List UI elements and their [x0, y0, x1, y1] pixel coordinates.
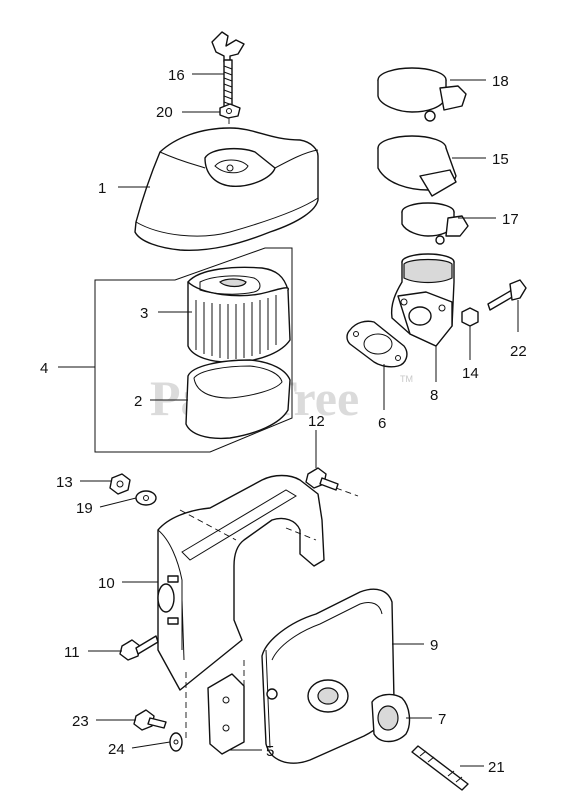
- callout-18: 18: [492, 73, 509, 90]
- part-24-washer[interactable]: [169, 732, 183, 752]
- callout-2: 2: [134, 393, 142, 410]
- callout-labels: 16 20 1 18 15 17 3 4 2 22 14 8 6 12 13 1…: [40, 67, 527, 776]
- leader-lines: [58, 73, 519, 767]
- callout-11: 11: [64, 644, 80, 661]
- part-12-bolt[interactable]: [305, 467, 339, 491]
- part-14-nut[interactable]: [461, 307, 479, 327]
- callout-15: 15: [492, 151, 509, 168]
- part-20-nut[interactable]: [219, 103, 241, 119]
- callout-4: 4: [40, 360, 48, 377]
- callout-6: 6: [378, 415, 386, 432]
- callout-9: 9: [430, 637, 438, 654]
- part-15-hose[interactable]: [377, 135, 457, 197]
- callout-19: 19: [76, 500, 93, 517]
- callout-5: 5: [266, 743, 274, 760]
- part-2-pre-cleaner[interactable]: [185, 359, 291, 440]
- part-21-stud[interactable]: [411, 745, 469, 791]
- callout-3: 3: [140, 305, 148, 322]
- callout-10: 10: [98, 575, 115, 592]
- part-8-elbow[interactable]: [390, 253, 455, 347]
- part-23-bolt[interactable]: [133, 709, 167, 731]
- part-18-clamp[interactable]: [377, 67, 467, 122]
- part-22-bolt[interactable]: [487, 279, 527, 311]
- callout-17: 17: [502, 211, 519, 228]
- part-5-plate[interactable]: [207, 673, 245, 755]
- callout-8: 8: [430, 387, 438, 404]
- callout-14: 14: [462, 365, 479, 382]
- part-4-group-outline: [94, 247, 293, 453]
- callout-7: 7: [438, 711, 446, 728]
- part-7-pipe[interactable]: [371, 693, 411, 743]
- part-9-muffler[interactable]: [261, 588, 395, 764]
- callout-1: 1: [98, 180, 106, 197]
- callout-13: 13: [56, 474, 73, 491]
- callout-23: 23: [72, 713, 89, 730]
- watermark-trademark: TM: [400, 374, 413, 384]
- callout-24: 24: [108, 741, 125, 758]
- callout-21: 21: [488, 759, 505, 776]
- part-13-nut[interactable]: [109, 473, 131, 495]
- part-10-bracket[interactable]: [157, 474, 325, 691]
- part-1-air-cleaner-cover[interactable]: [134, 127, 319, 252]
- callout-22: 22: [510, 343, 527, 360]
- part-11-bolt[interactable]: [119, 635, 159, 661]
- part-6-gasket[interactable]: [346, 320, 408, 368]
- part-3-filter-element[interactable]: [187, 266, 291, 363]
- part-17-clamp[interactable]: [401, 202, 469, 245]
- callout-20: 20: [156, 104, 173, 121]
- part-19-washer[interactable]: [135, 490, 157, 506]
- callout-16: 16: [168, 67, 185, 84]
- callout-12: 12: [308, 413, 325, 430]
